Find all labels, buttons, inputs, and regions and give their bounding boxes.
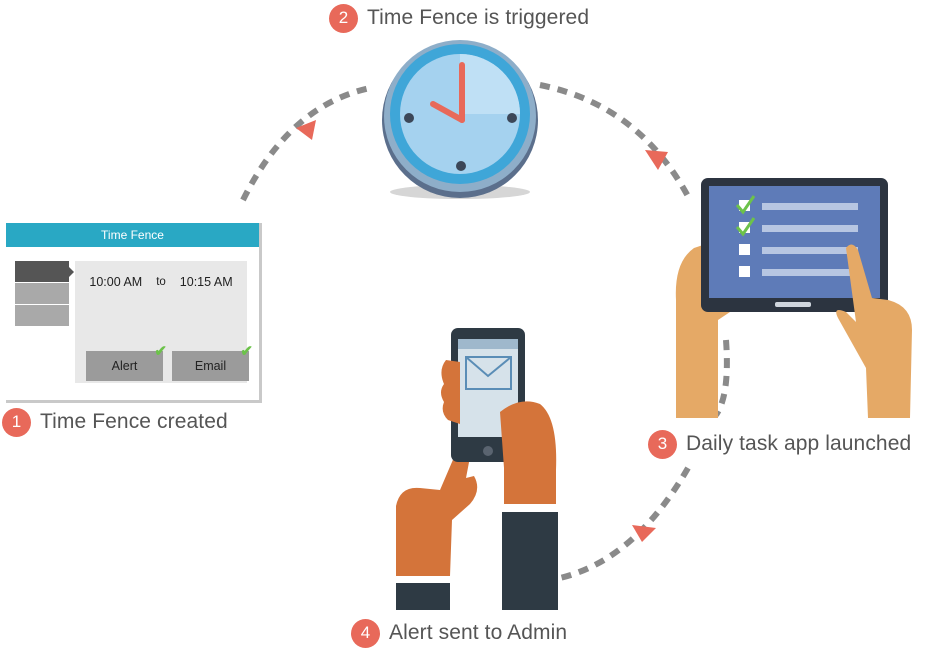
email-button[interactable]: Email ✔: [172, 343, 253, 381]
connector-arcs: [240, 82, 730, 581]
phone-envelope-icon: [396, 328, 558, 610]
step-3: 3 Daily task app launched: [648, 427, 911, 461]
checkmark-icon: ✔: [154, 343, 167, 360]
alert-button-label: Alert: [111, 359, 138, 373]
clock-icon: [382, 40, 538, 199]
step-4: 4 Alert sent to Admin: [351, 616, 567, 650]
alert-button[interactable]: Alert ✔: [86, 343, 167, 381]
step-4-badge: 4: [351, 618, 380, 648]
time-fence-sidebar-item[interactable]: [15, 305, 69, 326]
tablet-checklist-icon: [675, 178, 912, 418]
time-fence-card-title: Time Fence: [6, 223, 259, 247]
step-1-label: Time Fence created: [40, 410, 228, 433]
arc-2-to-3: [539, 82, 693, 202]
arrow-head-3: [632, 525, 656, 542]
time-fence-panel: 10:00 AM to 10:15 AM Alert ✔ Email ✔: [75, 261, 253, 383]
step-2: 2 Time Fence is triggered: [329, 1, 589, 35]
step-2-label: Time Fence is triggered: [367, 6, 590, 29]
step-2-badge: 2: [329, 3, 358, 33]
time-fence-sidebar-item[interactable]: [15, 283, 69, 304]
checkmark-icon: ✔: [240, 343, 253, 360]
arc-3-to-4-upper: [713, 339, 730, 417]
time-separator: to: [156, 276, 166, 288]
step-1-badge: 1: [2, 407, 31, 437]
step-4-label: Alert sent to Admin: [389, 621, 568, 644]
arc-3-to-4-lower: [559, 466, 691, 581]
email-button-label: Email: [194, 359, 227, 373]
step-1: 1 Time Fence created: [2, 405, 228, 439]
arrow-head-1: [296, 120, 316, 140]
arc-1-to-2: [240, 85, 371, 202]
time-range: 10:00 AM to 10:15 AM: [75, 275, 247, 289]
end-time[interactable]: 10:15 AM: [179, 275, 233, 289]
arrow-head-2: [645, 150, 668, 170]
start-time[interactable]: 10:00 AM: [89, 275, 143, 289]
time-fence-card: Time Fence 10:00 AM to 10:15 AM Alert ✔ …: [6, 223, 262, 403]
step-3-badge: 3: [648, 429, 677, 459]
time-fence-sidebar-item-active[interactable]: [15, 261, 74, 282]
time-fence-sidebar: [15, 261, 74, 327]
step-3-label: Daily task app launched: [686, 432, 912, 455]
